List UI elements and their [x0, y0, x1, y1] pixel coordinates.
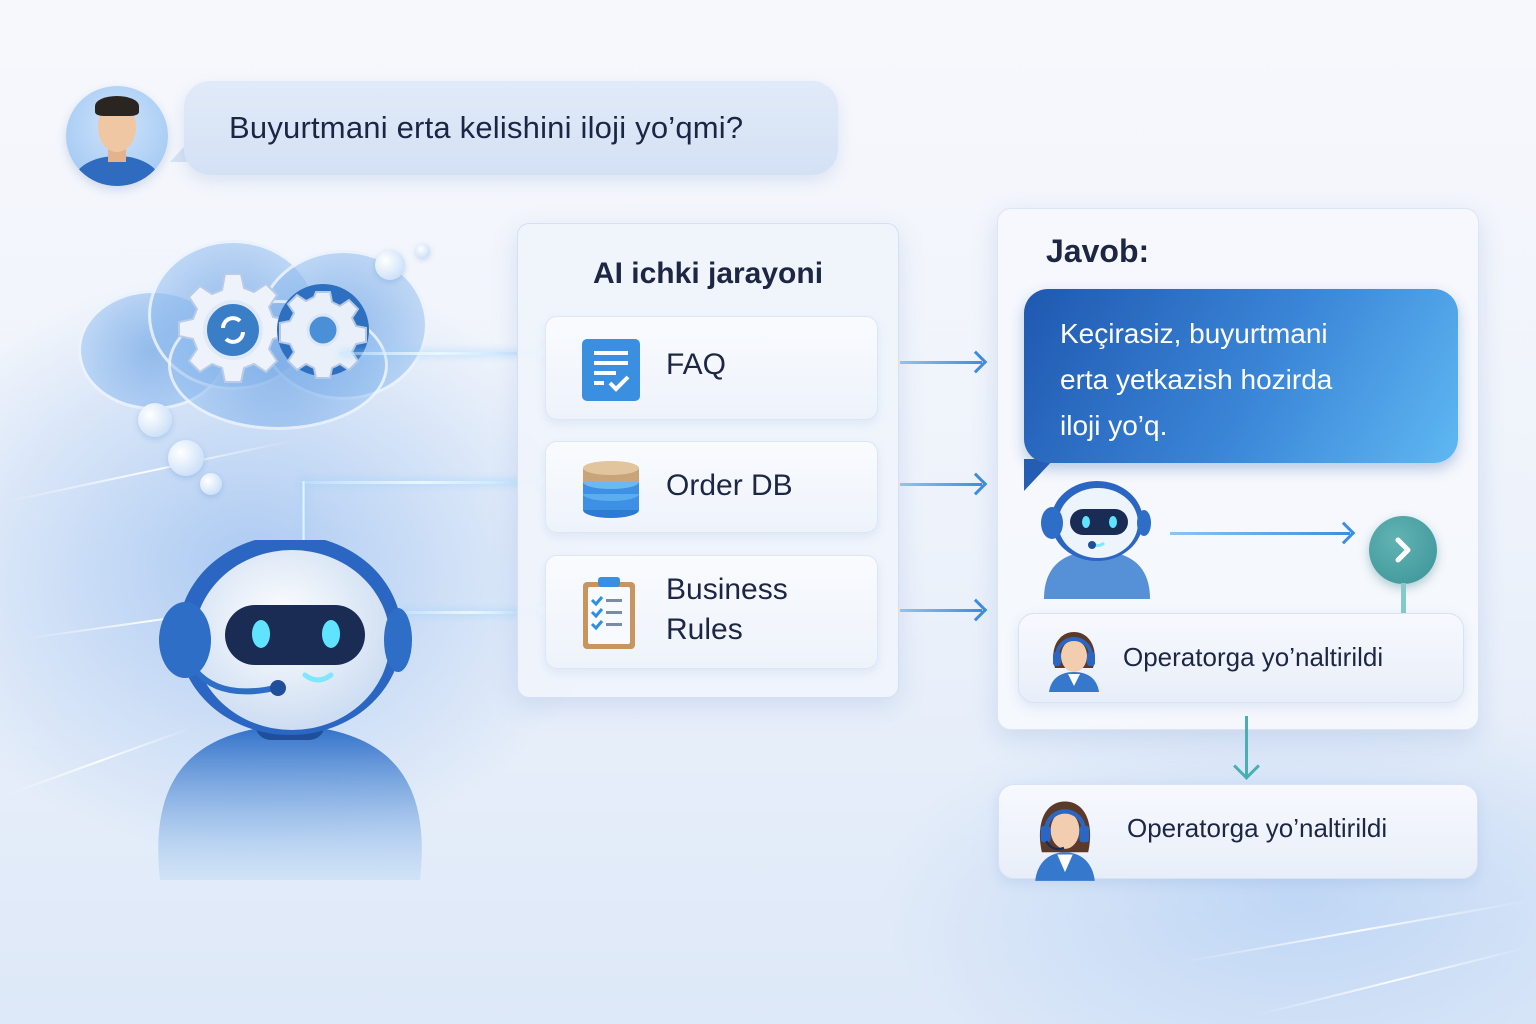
final-operator-card: Operatorga yo’naltirildi: [998, 784, 1478, 881]
process-card-label-line2: Rules: [666, 613, 743, 646]
panel-title: AI ichki jarayoni: [592, 257, 824, 290]
ai-answer-bubble: Keçirasiz, buyurtmani erta yetkazish hoz…: [1024, 289, 1458, 463]
answer-bubble-tail: [1024, 459, 1054, 491]
thought-bubble-dot: [375, 250, 405, 280]
connector-line-order-db: [302, 481, 542, 484]
ai-robot-illustration: [158, 540, 422, 880]
connector-line-vertical: [302, 481, 305, 561]
thought-bubble-dot: [416, 244, 430, 258]
answer-title: Javob:: [1046, 233, 1150, 269]
answer-line: erta yetkazish hozirda: [1060, 364, 1333, 395]
arrow-right-icon: [900, 361, 982, 364]
arrow-right-icon: [1170, 532, 1350, 535]
gear-icon: [178, 273, 288, 383]
thought-bubble-dot: [168, 440, 204, 476]
process-card-label-line1: Business: [666, 573, 788, 606]
connector-line-faq: [340, 352, 540, 355]
user-avatar: [66, 86, 168, 186]
connector-stem: [1401, 583, 1406, 613]
handoff-status-card: Operatorga yo’naltirildi: [1018, 613, 1464, 703]
clipboard-checklist-icon: [583, 577, 635, 649]
chevron-right-icon: [1395, 537, 1411, 563]
operator-avatar-icon: [1035, 801, 1095, 881]
light-streak: [3, 438, 297, 504]
forward-button[interactable]: [1369, 516, 1437, 584]
final-status-text: Operatorga yo’naltirildi: [1127, 813, 1388, 843]
process-card-label: FAQ: [666, 348, 727, 381]
database-icon: [583, 461, 639, 518]
light-streak: [1182, 899, 1534, 963]
gear-icon: [277, 284, 369, 379]
connector-line-business-rules: [400, 611, 540, 614]
process-card-business-rules[interactable]: Business Rules: [545, 555, 878, 669]
thought-bubble-dot: [200, 473, 222, 495]
thought-bubble-dot: [138, 403, 172, 437]
answer-line: Keçirasiz, buyurtmani: [1060, 318, 1328, 349]
user-question-text: Buyurtmani erta kelishini iloji yo’qmi?: [229, 110, 744, 145]
process-card-order-db[interactable]: Order DB: [545, 441, 878, 533]
operator-avatar-icon: [1049, 632, 1099, 692]
process-card-label: Order DB: [666, 469, 793, 502]
faq-document-icon: [582, 339, 640, 401]
arrow-right-icon: [900, 483, 982, 486]
arrow-right-icon: [900, 609, 982, 612]
answer-line: iloji yo’q.: [1060, 410, 1168, 441]
ai-process-panel: AI ichki jarayoni FAQ Order DB: [517, 223, 899, 698]
bot-avatar-icon: [1041, 481, 1151, 599]
handoff-status-text: Operatorga yo’naltirildi: [1123, 642, 1384, 672]
user-question-bubble: Buyurtmani erta kelishini iloji yo’qmi?: [184, 81, 838, 175]
process-card-faq[interactable]: FAQ: [545, 316, 878, 420]
light-streak: [1254, 945, 1532, 1017]
answer-panel: Javob: Keçirasiz, buyurtmani erta yetkaz…: [997, 208, 1479, 730]
arrow-down-icon: [1245, 716, 1248, 776]
